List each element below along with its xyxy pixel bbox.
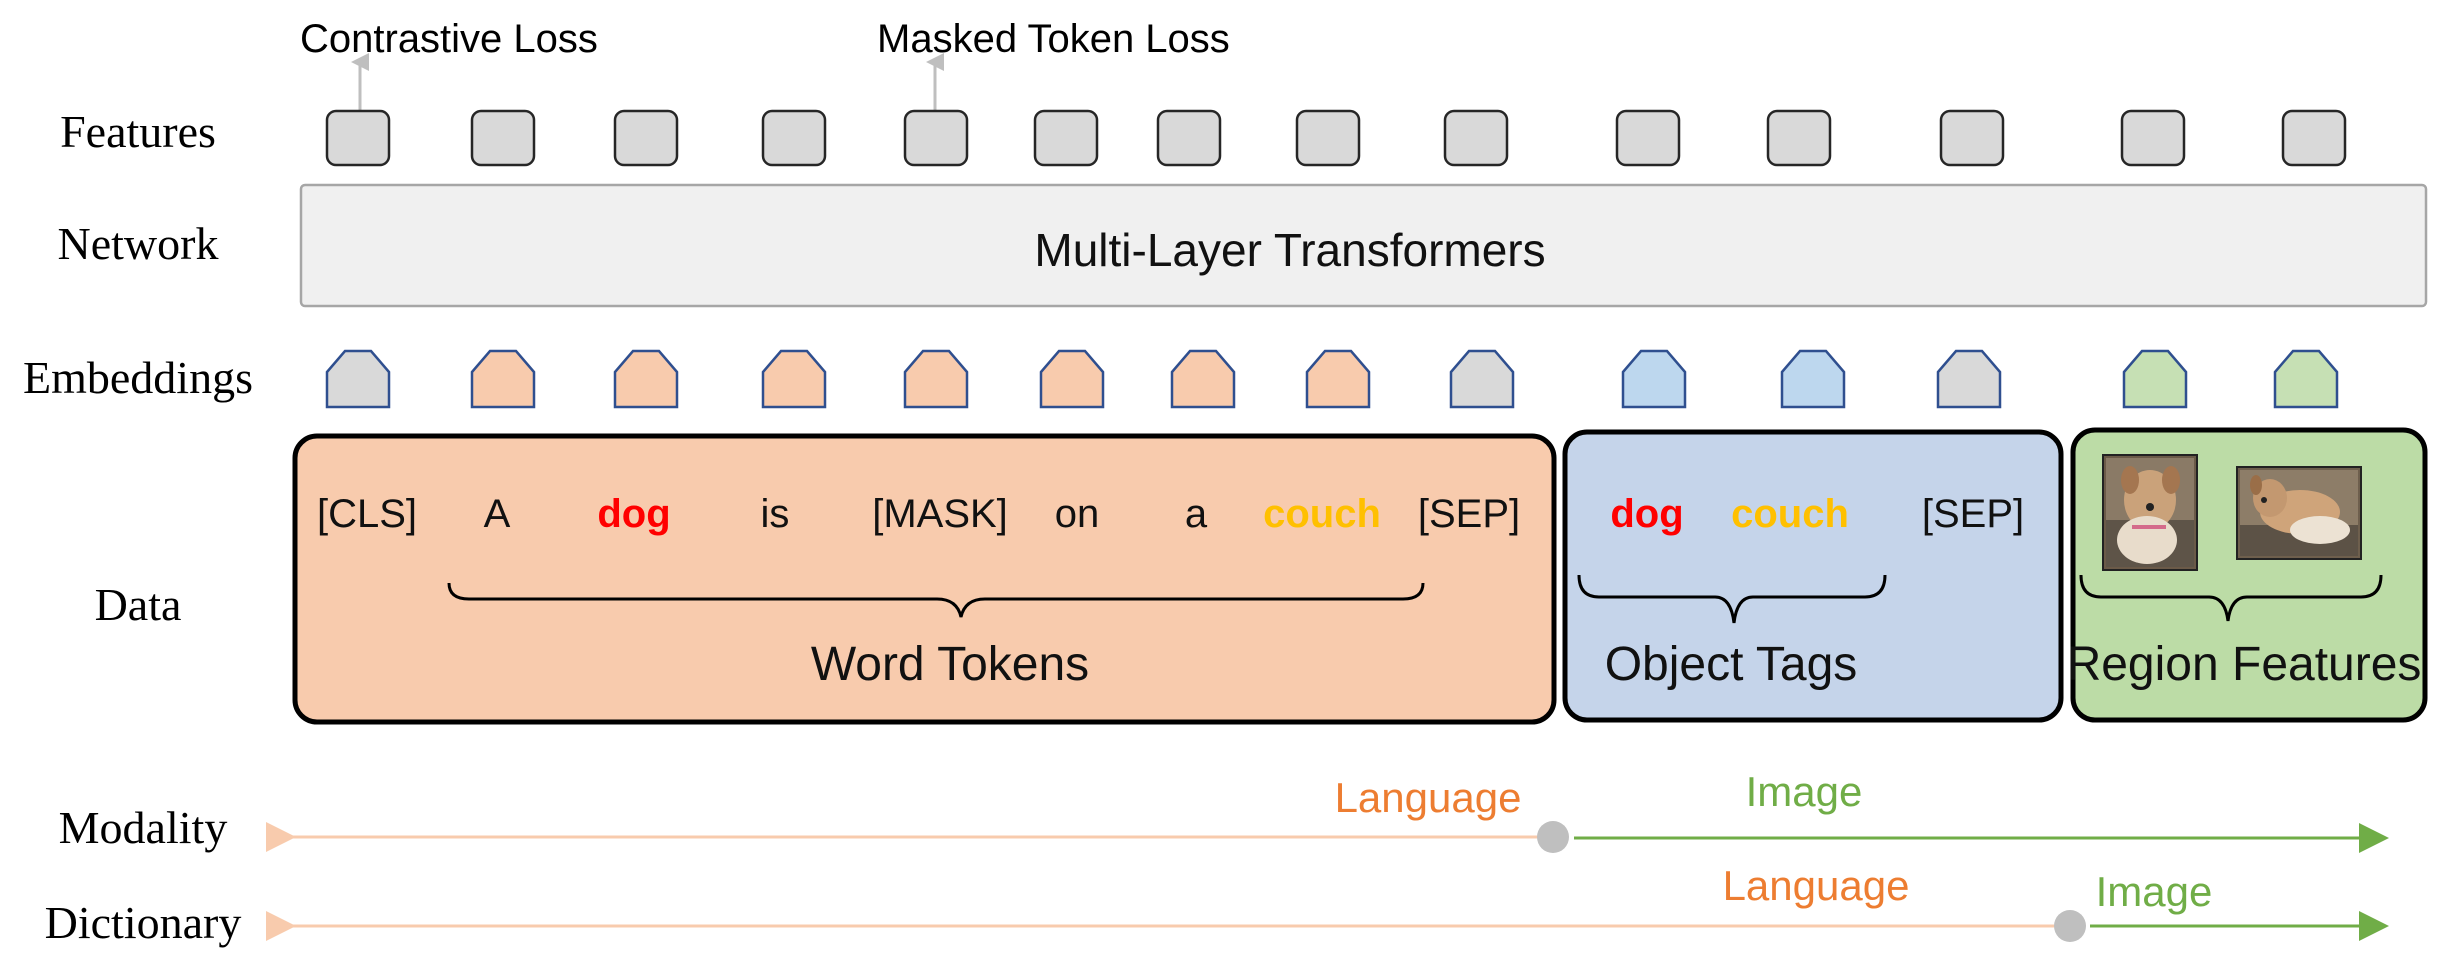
object-tags-panel [1562, 429, 2064, 723]
token-dog: dog [597, 492, 670, 536]
embedding-token [1039, 349, 1105, 409]
token-sep: [SEP] [1922, 492, 2024, 536]
embedding-token [761, 349, 827, 409]
embedding-token [903, 349, 969, 409]
feature-box [1033, 109, 1099, 167]
token-couch: couch [1731, 492, 1849, 536]
row-label-network: Network [58, 218, 219, 269]
object-tags-brace [1577, 574, 1887, 624]
embedding-token [2122, 349, 2188, 409]
token-couch: couch [1263, 492, 1381, 536]
dictionary-split-dot [2054, 910, 2086, 942]
embedding-token [1621, 349, 1687, 409]
transformer-label: Multi-Layer Transformers [1034, 224, 1545, 276]
token-is: is [761, 492, 790, 536]
token-dog: dog [1610, 492, 1683, 536]
embedding-row [325, 349, 2339, 409]
feature-box [1156, 109, 1222, 167]
embedding-token [325, 349, 391, 409]
embedding-token [470, 349, 536, 409]
embedding-token [2273, 349, 2339, 409]
feature-box [325, 109, 391, 167]
region-features-brace [2079, 574, 2383, 622]
modality-split-dot [1537, 821, 1569, 853]
feature-box [2120, 109, 2186, 167]
contrastive-loss-label: Contrastive Loss [300, 17, 598, 61]
row-label-dictionary: Dictionary [45, 897, 242, 948]
feature-box [1939, 109, 2005, 167]
feature-box [1615, 109, 1681, 167]
feature-box [1443, 109, 1509, 167]
feature-box [2281, 109, 2347, 167]
token-mask: [MASK] [872, 492, 1008, 536]
region-features-label: Region Features [2067, 638, 2422, 691]
embedding-token [1170, 349, 1236, 409]
transformer-block [299, 183, 2428, 308]
feature-row [325, 109, 2347, 167]
row-label-modality: Modality [59, 802, 228, 853]
modality-image-label: Image [1746, 768, 1863, 815]
token-cls: [CLS] [317, 492, 417, 536]
feature-box [1766, 109, 1832, 167]
word-tokens-brace [447, 582, 1425, 618]
region-image [2102, 454, 2198, 571]
token-a: A [484, 492, 511, 536]
feature-box [1295, 109, 1361, 167]
dictionary-language-label: Language [1723, 862, 1910, 909]
feature-box [613, 109, 679, 167]
embedding-token [1449, 349, 1515, 409]
feature-box [761, 109, 827, 167]
embedding-token [1305, 349, 1371, 409]
row-label-features: Features [60, 106, 216, 157]
token-a: a [1185, 492, 1208, 536]
modality-language-label: Language [1335, 774, 1522, 821]
word-tokens-panel [292, 433, 1557, 725]
row-label-embeddings: Embeddings [23, 352, 253, 403]
object-tag-list: dog couch [SEP] [1610, 492, 2024, 536]
feature-box [470, 109, 536, 167]
embedding-token [1780, 349, 1846, 409]
masked-token-loss-label: Masked Token Loss [877, 17, 1230, 61]
embedding-token [613, 349, 679, 409]
word-tokens-label: Word Tokens [811, 638, 1089, 691]
token-on: on [1055, 492, 1100, 536]
row-label-data: Data [95, 579, 182, 630]
dictionary-image-label: Image [2096, 868, 2213, 915]
token-sep: [SEP] [1418, 492, 1520, 536]
feature-box [903, 109, 969, 167]
region-image [2236, 466, 2362, 560]
object-tags-label: Object Tags [1605, 638, 1858, 691]
embedding-token [1936, 349, 2002, 409]
